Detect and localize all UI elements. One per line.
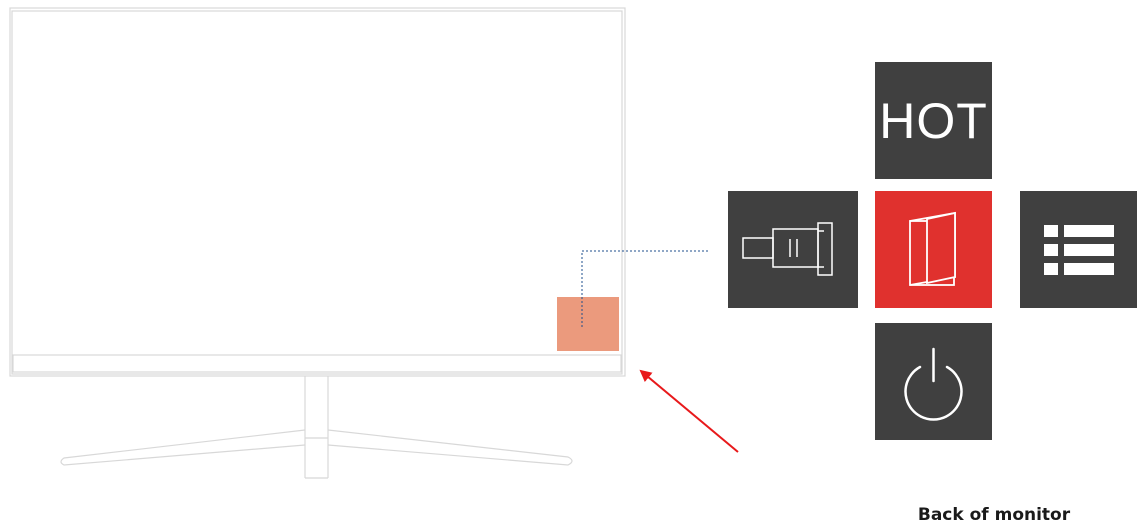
monitor-screen — [9, 7, 626, 377]
menu-key[interactable] — [1020, 191, 1137, 308]
menu-list-icon — [1020, 191, 1137, 308]
hot-key[interactable]: HOT — [875, 62, 992, 179]
hot-key-label: HOT — [879, 92, 988, 149]
power-icon — [875, 323, 992, 440]
pointer-arrow — [639, 369, 739, 453]
input-connector-icon — [728, 191, 858, 308]
power-key[interactable] — [875, 323, 992, 440]
monitor-bottom-bezel — [12, 354, 622, 373]
monitor-inner-frame — [11, 10, 623, 375]
monitor-outline — [9, 7, 626, 479]
stand-base-right — [327, 429, 573, 466]
input-key[interactable] — [728, 191, 858, 308]
stand-base-left — [60, 429, 306, 466]
hot-key-bg — [875, 62, 992, 179]
leader-line — [581, 250, 708, 327]
button-area-highlight — [557, 297, 619, 351]
exit-door-icon — [875, 191, 992, 308]
diagram-caption: Back of monitor — [917, 505, 1071, 525]
exit-key[interactable] — [875, 191, 992, 308]
